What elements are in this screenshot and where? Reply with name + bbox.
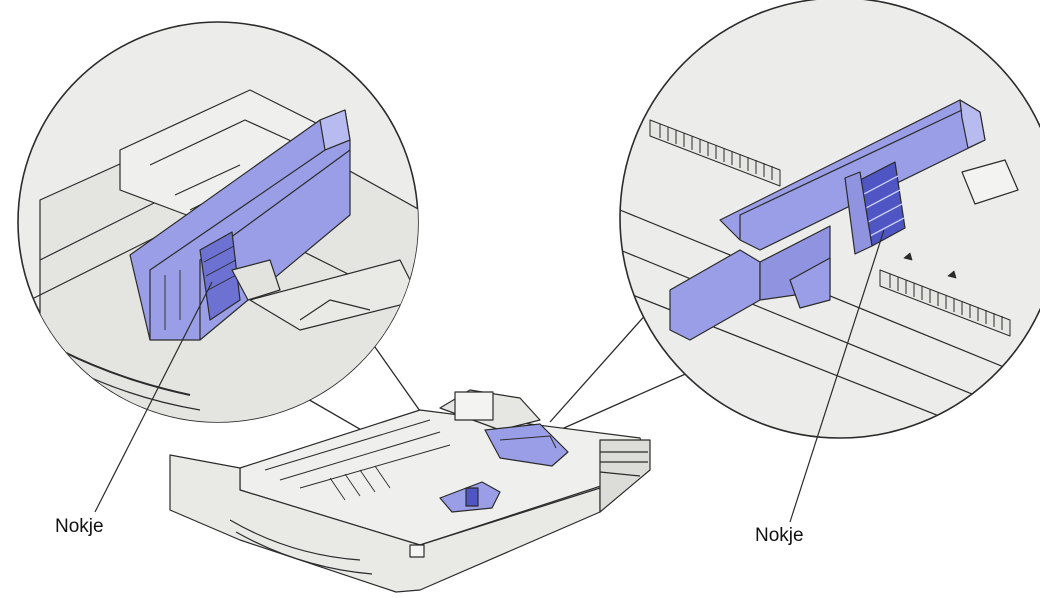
magnifier-left: [17, 21, 419, 423]
magnifier-right: [619, 0, 1040, 439]
paper-tray: [169, 389, 651, 593]
callout-label-right: Nokje: [755, 525, 804, 546]
callout-label-left: Nokje: [55, 516, 104, 537]
callout-pointers: [94, 229, 885, 523]
